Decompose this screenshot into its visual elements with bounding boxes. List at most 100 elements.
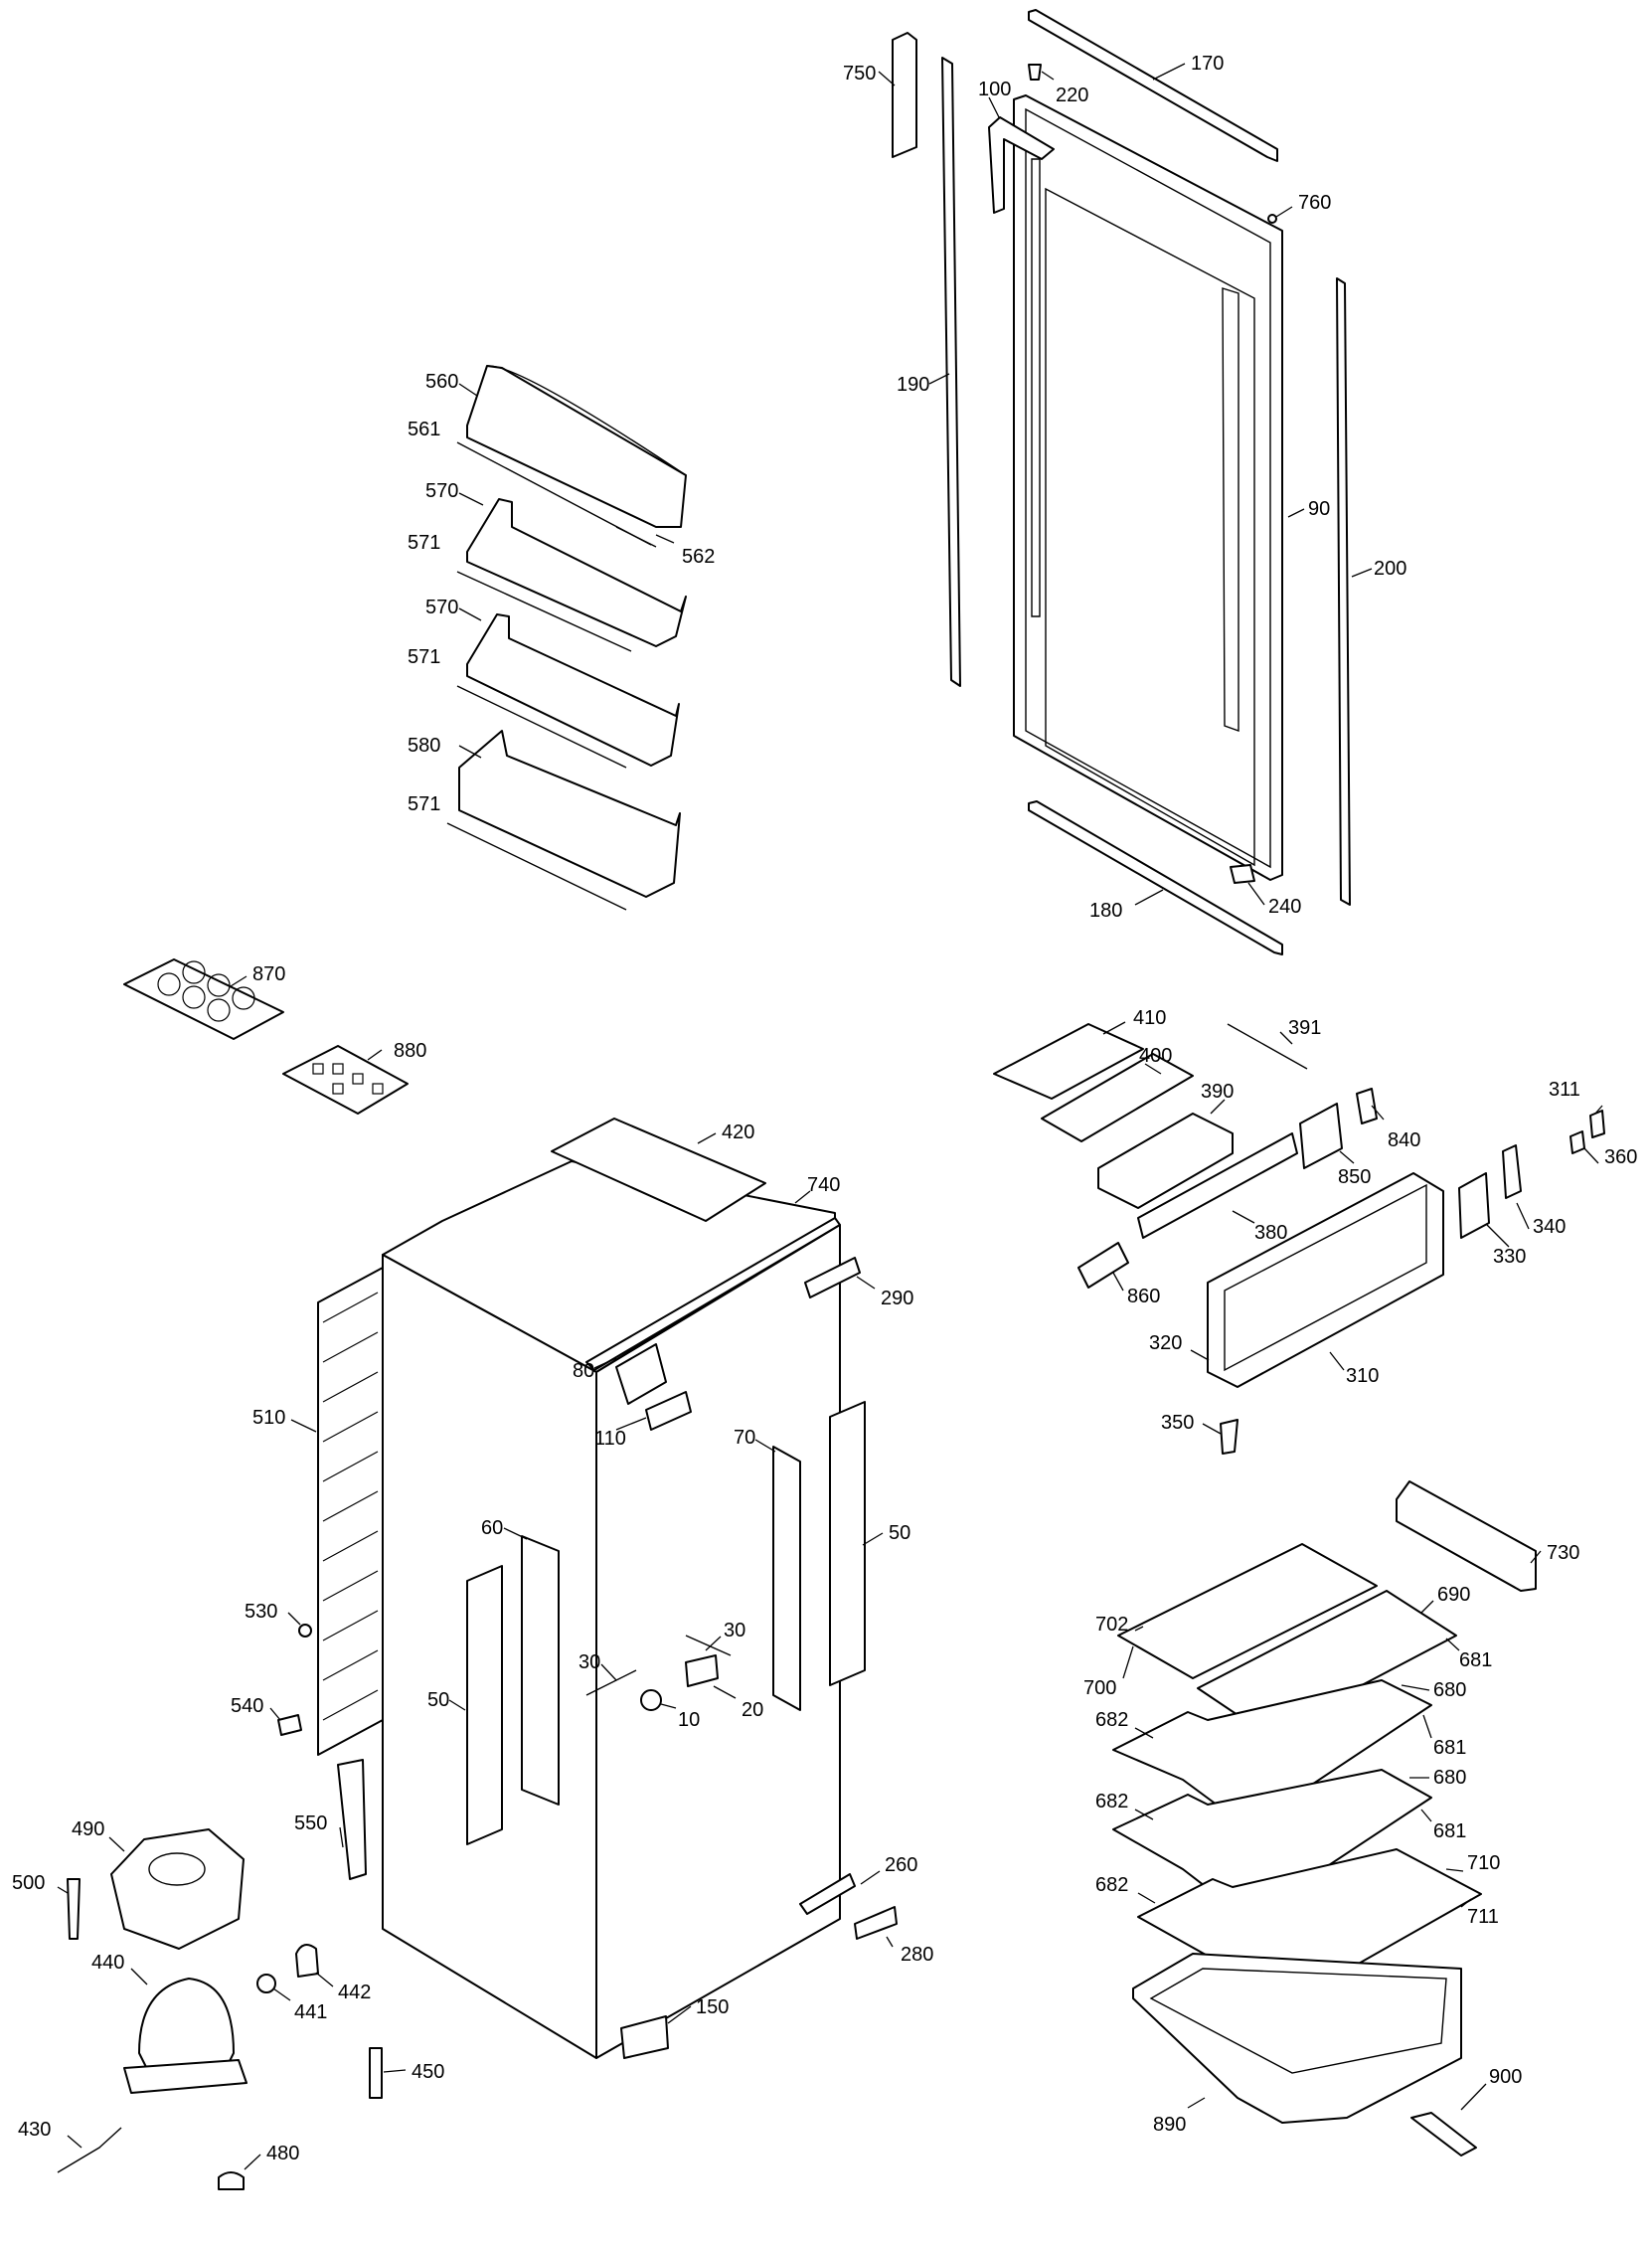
label-571-c: 571 <box>408 793 440 815</box>
label-571-a: 571 <box>408 532 440 554</box>
label-180: 180 <box>1089 900 1122 922</box>
condenser-compressor <box>57 1267 384 2190</box>
label-570-b: 570 <box>425 597 458 618</box>
label-730: 730 <box>1547 1542 1579 1564</box>
part-150-foot <box>620 2015 669 2059</box>
part-240-bracket <box>1230 864 1255 884</box>
part-480-foot <box>218 2171 245 2190</box>
control-panel <box>993 1023 1605 1455</box>
part-180-bottom-rail <box>1028 800 1283 955</box>
part-360-clip <box>1569 1130 1585 1154</box>
part-430-power-cord <box>57 2127 122 2173</box>
part-380-display <box>1137 1132 1298 1239</box>
label-840: 840 <box>1388 1129 1420 1151</box>
label-390: 390 <box>1201 1081 1234 1103</box>
part-900-drain <box>1410 2112 1477 2157</box>
label-360: 360 <box>1604 1146 1637 1168</box>
part-490-evaporation-tray <box>110 1828 245 1950</box>
label-490: 490 <box>72 1818 104 1840</box>
label-690: 690 <box>1437 1584 1470 1606</box>
label-561: 561 <box>408 419 440 440</box>
part-571-strip-a <box>456 571 632 652</box>
label-710: 710 <box>1467 1852 1500 1874</box>
label-442: 442 <box>338 1982 371 2003</box>
label-682-c: 682 <box>1095 1874 1128 1896</box>
part-860-bracket <box>1077 1242 1129 1289</box>
part-220-pin <box>1028 64 1042 81</box>
part-890-crisper <box>1132 1953 1462 2124</box>
part-450-capacitor <box>369 2047 383 2099</box>
label-60: 60 <box>481 1517 503 1539</box>
label-900: 900 <box>1489 2066 1522 2088</box>
part-571-strip-b <box>456 685 627 769</box>
part-20-switch <box>685 1654 719 1687</box>
part-260-bracket <box>799 1873 856 1915</box>
label-30-a: 30 <box>724 1620 745 1641</box>
label-682-a: 682 <box>1095 1709 1128 1731</box>
label-340: 340 <box>1533 1216 1566 1238</box>
label-170: 170 <box>1191 53 1224 75</box>
label-440: 440 <box>91 1952 124 1974</box>
label-10: 10 <box>678 1709 700 1731</box>
label-571-b: 571 <box>408 646 440 668</box>
label-350: 350 <box>1161 1412 1194 1434</box>
label-110: 110 <box>594 1428 626 1450</box>
label-740: 740 <box>807 1174 840 1196</box>
part-441-cap <box>256 1974 276 1993</box>
part-340-hinge <box>1502 1144 1522 1199</box>
label-380: 380 <box>1254 1222 1287 1244</box>
part-880-ice-cube-tray <box>282 1045 409 1115</box>
part-280-clip <box>854 1906 898 1940</box>
part-550-pipe <box>337 1759 367 1880</box>
part-580-bottle-shelf <box>458 730 681 898</box>
part-840-clip <box>1356 1088 1378 1124</box>
label-420: 420 <box>722 1122 754 1143</box>
part-702-shelf <box>1117 1543 1378 1679</box>
part-30-cable-b <box>685 1635 732 1656</box>
part-850-insert <box>1299 1103 1343 1169</box>
part-110-bracket <box>645 1391 692 1431</box>
label-150: 150 <box>696 1996 729 2018</box>
part-530-grommet <box>298 1624 312 1638</box>
part-70-panel <box>772 1446 801 1711</box>
part-391-sensor <box>1227 1023 1308 1070</box>
label-190: 190 <box>897 374 929 396</box>
label-850: 850 <box>1338 1166 1371 1188</box>
label-290: 290 <box>881 1288 913 1309</box>
part-410-cover <box>993 1023 1144 1100</box>
part-labels: 750 100 220 170 760 190 90 200 180 240 5… <box>12 53 1637 2164</box>
door-shelves <box>446 365 687 911</box>
part-870-egg-tray <box>123 958 284 1040</box>
part-730-rail <box>1396 1480 1537 1592</box>
label-680-a: 680 <box>1433 1679 1466 1701</box>
label-580: 580 <box>408 735 440 757</box>
part-80-hinge <box>615 1343 667 1405</box>
part-420-lamp-cover <box>551 1118 766 1222</box>
part-310-freezer-door <box>1207 1172 1444 1388</box>
label-530: 530 <box>245 1601 277 1623</box>
part-440-compressor <box>138 1978 235 2074</box>
part-311-clip <box>1589 1110 1605 1138</box>
label-391: 391 <box>1288 1017 1321 1039</box>
part-760-screw <box>1267 214 1277 224</box>
part-510-condenser <box>317 1267 384 1756</box>
label-682-b: 682 <box>1095 1791 1128 1812</box>
label-430: 430 <box>18 2119 51 2141</box>
part-90-door-frame <box>1013 94 1283 881</box>
part-500-tube <box>67 1878 81 1940</box>
glass-shelves <box>1112 1480 1537 2157</box>
label-450: 450 <box>412 2061 444 2083</box>
cabinet-front <box>595 1224 841 2059</box>
label-441: 441 <box>294 2001 327 2023</box>
label-220: 220 <box>1056 85 1088 106</box>
label-410: 410 <box>1133 1007 1166 1029</box>
label-702: 702 <box>1095 1614 1128 1636</box>
part-60-panel <box>521 1535 560 1806</box>
label-500: 500 <box>12 1872 45 1894</box>
part-682-shelf-a <box>1112 1679 1432 1828</box>
part-50-panel-right <box>829 1401 866 1686</box>
label-681-c: 681 <box>1433 1820 1466 1842</box>
label-540: 540 <box>231 1695 263 1717</box>
label-711: 711 <box>1467 1906 1499 1928</box>
